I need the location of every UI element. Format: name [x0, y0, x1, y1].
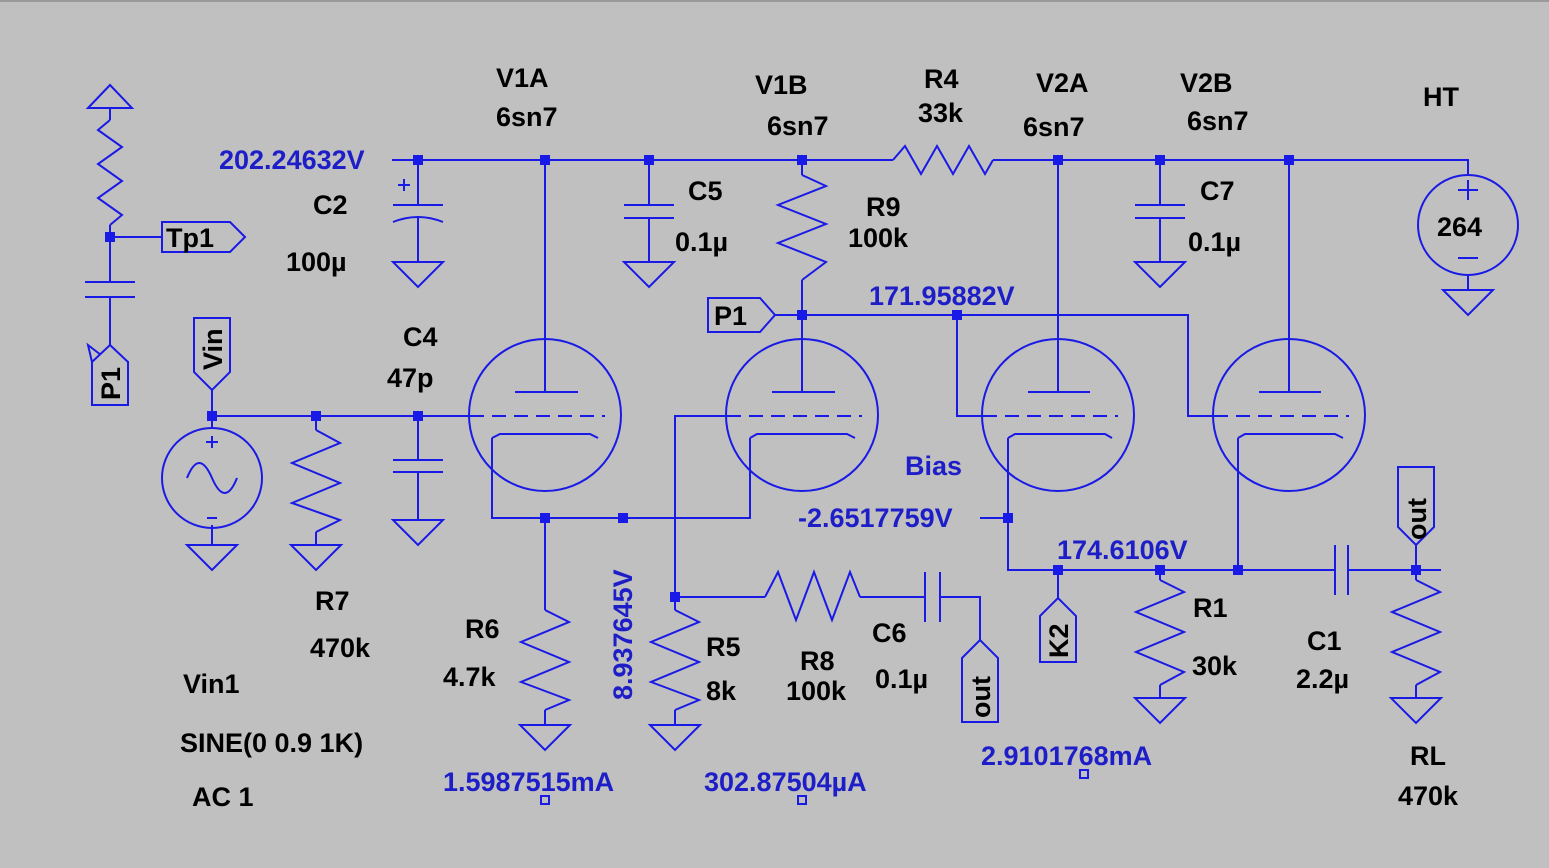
tube-v2a: [981, 338, 1135, 492]
resistor-tp1-divider: [96, 119, 124, 226]
ht-name: HT: [1423, 82, 1459, 112]
c4-name: C4: [403, 322, 438, 352]
probe-r5-current: 302.87504µA: [704, 767, 867, 797]
capacitor-c2: [392, 179, 444, 223]
vin1-name: Vin1: [183, 669, 240, 699]
r8-name: R8: [800, 646, 835, 676]
c2-value: 100µ: [286, 247, 347, 277]
supply-flag-top: [85, 83, 135, 109]
r7-name: R7: [315, 586, 350, 616]
v1b-name: V1B: [755, 70, 808, 100]
c1-name: C1: [1307, 626, 1342, 656]
r1-name: R1: [1193, 593, 1228, 623]
rl-name: RL: [1410, 741, 1446, 771]
v1a-model: 6sn7: [496, 102, 558, 132]
r9-name: R9: [866, 192, 901, 222]
probe-k2-current: 2.9101768mA: [981, 741, 1152, 771]
component-labels: V1A 6sn7 V1B 6sn7 R4 33k V2A 6sn7 V2B 6s…: [180, 63, 1482, 812]
net-flag-p1-left[interactable]: P1: [86, 342, 129, 406]
c6-name: C6: [872, 618, 907, 648]
resistor-r4: [892, 143, 994, 177]
r8-value: 100k: [786, 676, 847, 706]
resistor-r8: [764, 569, 861, 623]
r4-value: 33k: [918, 98, 964, 128]
v2b-name: V2B: [1180, 68, 1233, 98]
vin1-sine-source: [161, 427, 263, 529]
c7-value: 0.1µ: [1188, 227, 1241, 257]
r1-value: 30k: [1192, 651, 1238, 681]
v1b-model: 6sn7: [767, 111, 829, 141]
probe-k2-voltage: 174.6106V: [1057, 535, 1188, 565]
ht-value: 264: [1437, 212, 1482, 242]
probe-p1-voltage: 171.95882V: [869, 281, 1015, 311]
r4-name: R4: [924, 64, 959, 94]
tube-v1b: [725, 338, 879, 492]
net-flag-tp1[interactable]: Tp1: [161, 221, 247, 253]
ground-symbols: [184, 261, 1496, 752]
vin1-sine: SINE(0 0.9 1K): [180, 728, 363, 758]
net-label-p1-mid: P1: [714, 301, 747, 331]
resistor-r5: [648, 609, 702, 711]
c7-name: C7: [1200, 176, 1235, 206]
probe-readouts: 202.24632V 171.95882V Bias -2.6517759V 1…: [219, 145, 1188, 797]
r9-value: 100k: [848, 223, 909, 253]
r6-name: R6: [465, 614, 500, 644]
probe-bias-voltage: -2.6517759V: [798, 503, 953, 533]
probe-r5-voltage: 8.937645V: [608, 569, 638, 700]
net-label-out-rl: out: [1402, 498, 1432, 540]
capacitor-c1: [1334, 545, 1349, 595]
probe-supply-voltage: 202.24632V: [219, 145, 365, 175]
wires: [109, 108, 1469, 725]
c4-value: 47p: [387, 363, 434, 393]
resistor-rl: [1389, 579, 1443, 686]
junctions: [105, 155, 1421, 602]
net-label-k2: K2: [1044, 623, 1074, 658]
ht-source: [1417, 174, 1519, 276]
resistors: [96, 119, 1443, 711]
probe-bias-label: Bias: [905, 451, 962, 481]
tube-v2b: [1212, 338, 1366, 492]
net-flag-vin[interactable]: Vin: [193, 317, 231, 392]
v2b-model: 6sn7: [1187, 106, 1249, 136]
capacitors: [85, 179, 1349, 622]
c2-name: C2: [313, 190, 348, 220]
c1-value: 2.2µ: [1296, 664, 1349, 694]
c6-value: 0.1µ: [875, 664, 928, 694]
r5-value: 8k: [706, 676, 737, 706]
net-label-out-c6: out: [966, 676, 996, 718]
resistor-r9: [775, 174, 829, 281]
resistor-r7: [289, 429, 343, 533]
capacitor-c6: [924, 572, 941, 622]
c5-value: 0.1µ: [675, 227, 728, 257]
net-label-tp1: Tp1: [166, 223, 214, 253]
net-flag-out-c6[interactable]: out: [961, 638, 999, 723]
r5-name: R5: [706, 632, 741, 662]
v2a-model: 6sn7: [1023, 112, 1085, 142]
net-flag-p1-mid[interactable]: P1: [707, 297, 777, 333]
v2a-name: V2A: [1036, 68, 1089, 98]
net-flag-k2[interactable]: K2: [1039, 596, 1077, 663]
current-probe-markers: [540, 769, 1089, 805]
r7-value: 470k: [310, 633, 371, 663]
capacitor-c4: [393, 459, 443, 473]
capacitor-c7: [1135, 204, 1185, 219]
net-label-vin: Vin: [198, 328, 228, 370]
v1a-name: V1A: [496, 63, 549, 93]
resistor-r6: [518, 609, 572, 711]
capacitor-tp1: [85, 281, 135, 298]
r6-value: 4.7k: [443, 662, 497, 692]
net-label-p1-left: P1: [96, 367, 126, 400]
tube-v1a: [468, 338, 622, 492]
rl-value: 470k: [1398, 781, 1459, 811]
c5-name: C5: [688, 176, 723, 206]
capacitor-c5: [624, 204, 674, 219]
resistor-r1: [1133, 579, 1187, 686]
net-flag-out-rl[interactable]: out: [1397, 466, 1435, 547]
vin1-ac: AC 1: [192, 782, 254, 812]
probe-r6-current: 1.5987515mA: [443, 767, 614, 797]
